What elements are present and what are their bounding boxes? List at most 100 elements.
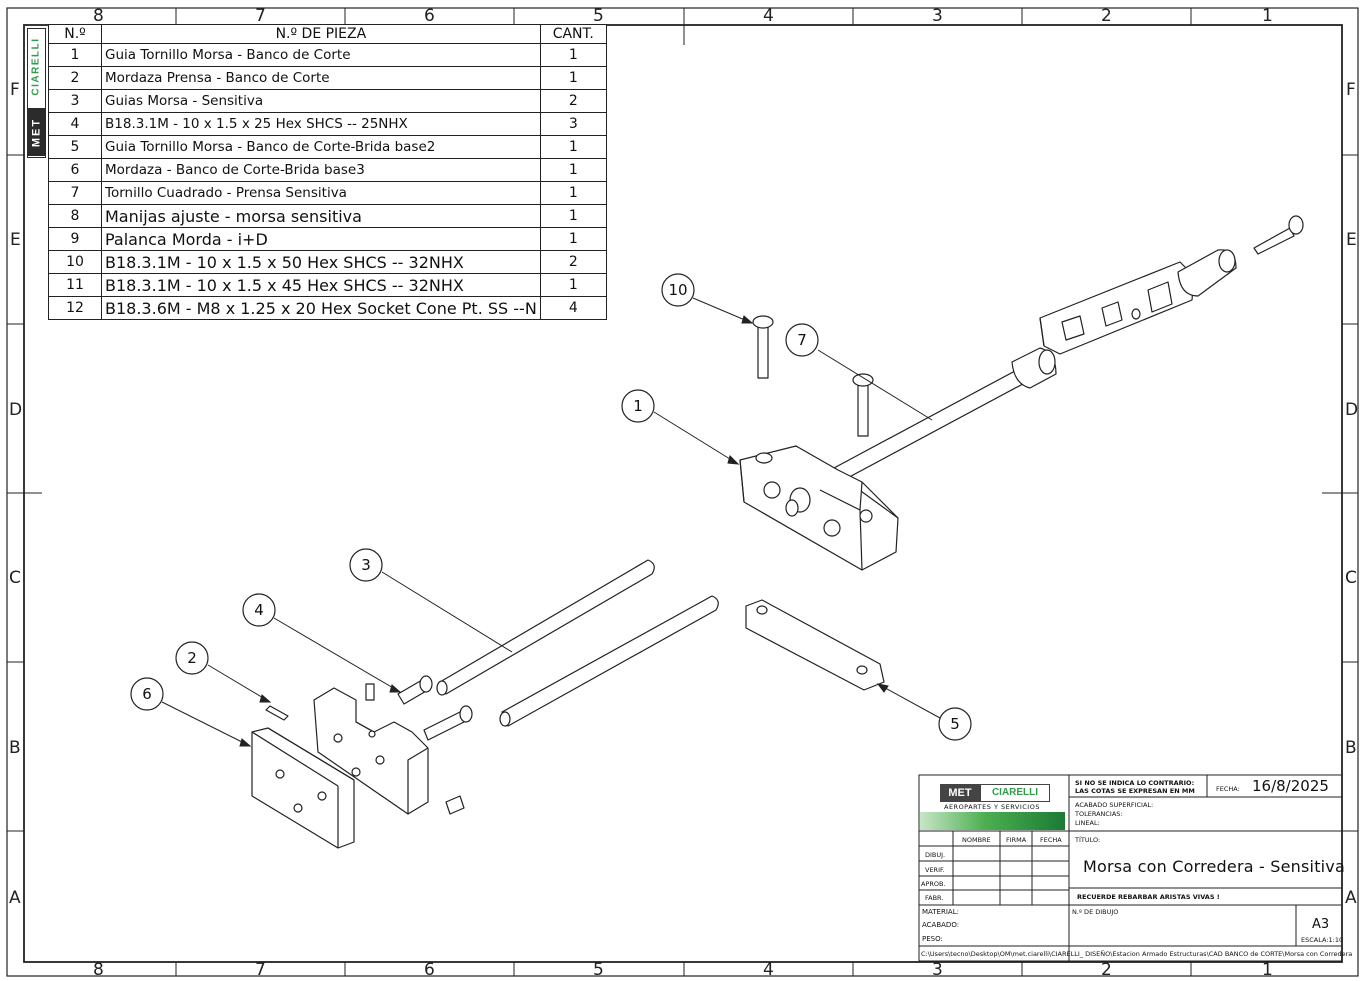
bom-cell-num: 4 — [48, 112, 102, 136]
note-line-2: LAS COTAS SE EXPRESAN EN MM — [1075, 787, 1195, 795]
bom-cell-name: Tornillo Cuadrado - Prensa Sensitiva — [101, 181, 541, 205]
zone-col-bottom-8: 8 — [93, 960, 104, 980]
callout-2-circle — [175, 641, 209, 675]
callout-1-label: 1 — [633, 397, 643, 415]
zone-row-right-A: A — [1345, 888, 1357, 908]
guide-rod-a — [439, 559, 655, 695]
logo-subtitle: AEROPARTES Y SERVICIOS — [944, 803, 1040, 811]
bom-cell-name: Guia Tornillo Morsa - Banco de Corte — [101, 43, 541, 67]
peso-label: PESO: — [922, 935, 943, 943]
callout-4-label: 4 — [254, 601, 264, 619]
bom-cell-name: Palanca Morda - i+D — [101, 227, 541, 251]
zone-col-bottom-4: 4 — [763, 960, 774, 980]
zone-col-bottom-3: 3 — [932, 960, 943, 980]
zone-col-top-1: 1 — [1262, 6, 1273, 26]
bom-cell-num: 6 — [48, 158, 102, 182]
lineal-label: LINEAL: — [1075, 819, 1100, 827]
bom-cell-qty: 3 — [539, 112, 607, 136]
zone-row-right-C: C — [1345, 568, 1357, 588]
zone-row-left-E: E — [10, 230, 21, 250]
col-nombre: NOMBRE — [962, 836, 991, 844]
bom-cell-name: B18.3.6M - M8 x 1.25 x 20 Hex Socket Con… — [101, 296, 541, 320]
side-brand-ciarelli: CIARELLI — [30, 37, 42, 96]
jaw-block-part — [313, 687, 429, 815]
bom-cell-qty: 1 — [539, 227, 607, 251]
n-dibujo-label: N.º DE DIBUJO — [1072, 908, 1119, 916]
title-block-logo: MET CIARELLI — [940, 784, 1050, 802]
callout-6-label: 6 — [142, 685, 152, 703]
logo-ciarelli: CIARELLI — [980, 784, 1050, 802]
logo-green-band — [920, 812, 1065, 830]
screw-10-a — [757, 325, 769, 379]
zone-row-left-A: A — [9, 888, 21, 908]
bom-cell-num: 9 — [48, 227, 102, 251]
callout-1-circle — [621, 389, 655, 423]
zone-col-top-3: 3 — [932, 6, 943, 26]
bom-cell-qty: 2 — [539, 250, 607, 274]
callout-2-label: 2 — [187, 649, 197, 667]
zone-col-bottom-1: 1 — [1262, 960, 1273, 980]
zone-row-right-D: D — [1345, 400, 1359, 420]
zone-col-bottom-7: 7 — [255, 960, 266, 980]
callout-10-label: 10 — [668, 281, 688, 299]
material-label: MATERIAL: — [922, 908, 959, 916]
bom-cell-name: B18.3.1M - 10 x 1.5 x 45 Hex SHCS -- 32N… — [101, 273, 541, 297]
sheet-size: A3 — [1312, 917, 1330, 932]
zone-col-bottom-2: 2 — [1101, 960, 1112, 980]
file-path: C:\Users\tecno\Desktop\OM\met.ciarelli\C… — [921, 950, 1353, 958]
row-aprob: APROB. — [921, 880, 946, 888]
bom-cell-name: Guia Tornillo Morsa - Banco de Corte-Bri… — [101, 135, 541, 159]
side-brand-logo: CIARELLI MET — [27, 28, 46, 158]
bom-cell-name: Mordaza Prensa - Banco de Corte — [101, 66, 541, 90]
bom-cell-num: 3 — [48, 89, 102, 113]
callout-5-circle — [938, 707, 972, 741]
bom-cell-qty: 1 — [539, 181, 607, 205]
zone-row-right-E: E — [1346, 230, 1357, 250]
bom-cell-num: 11 — [48, 273, 102, 297]
callout-10-circle — [661, 273, 695, 307]
bom-cell-name: Manijas ajuste - morsa sensitiva — [101, 204, 541, 228]
zone-row-right-F: F — [1346, 80, 1356, 100]
callout-7-label: 7 — [797, 331, 807, 349]
bom-header-part: N.º DE PIEZA — [101, 24, 541, 44]
zone-col-top-5: 5 — [593, 6, 604, 26]
callout-5-label: 5 — [950, 715, 960, 733]
bom-cell-qty: 1 — [539, 158, 607, 182]
guide-rod-b — [501, 595, 719, 727]
col-firma: FIRMA — [1006, 836, 1027, 844]
titulo-value: Morsa con Corredera - Sensitiva — [1083, 857, 1345, 876]
zone-row-left-F: F — [10, 80, 20, 100]
acabado-label: ACABADO: — [922, 921, 960, 929]
col-fecha: FECHA — [1040, 836, 1062, 844]
flange-bar-part — [745, 599, 885, 691]
bom-cell-num: 12 — [48, 296, 102, 320]
bom-cell-qty: 1 — [539, 66, 607, 90]
tolerancias-label: TOLERANCIAS: — [1075, 810, 1123, 818]
zone-row-left-C: C — [9, 568, 21, 588]
titulo-label: TÍTULO: — [1075, 836, 1101, 844]
bom-cell-qty: 1 — [539, 135, 607, 159]
bom-cell-name: Mordaza - Banco de Corte-Brida base3 — [101, 158, 541, 182]
bom-cell-num: 7 — [48, 181, 102, 205]
zone-row-left-B: B — [9, 738, 21, 758]
escala-label: ESCALA:1:10 — [1301, 936, 1344, 944]
callout-6-circle — [130, 677, 164, 711]
bom-header-qty: CANT. — [539, 24, 607, 44]
zone-row-right-B: B — [1345, 738, 1357, 758]
bom-cell-name: Guias Morsa - Sensitiva — [101, 89, 541, 113]
callout-7-circle — [785, 323, 819, 357]
fecha-value: 16/8/2025 — [1252, 777, 1329, 795]
bom-cell-qty: 2 — [539, 89, 607, 113]
